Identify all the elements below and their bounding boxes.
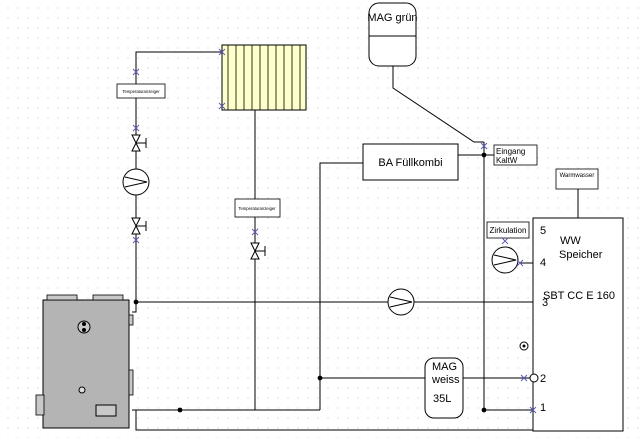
temperature-gauge-left: Temperaturanzeiger <box>116 83 166 99</box>
expansion-vessel-white-label-3: 35L <box>433 393 451 405</box>
fill-combination-unit: BA Füllkombi <box>362 143 459 181</box>
expansion-vessel-green-label: MAG grün <box>367 12 417 24</box>
cold-water-inlet-label-2: KaltW <box>496 156 518 165</box>
expansion-vessel-white: MAG weiss 35L <box>424 357 464 419</box>
connection-cross-icon <box>480 142 488 150</box>
port-3-label: 3 <box>542 297 548 309</box>
expansion-vessel-white-label-2: weiss <box>431 374 460 386</box>
pipes <box>132 51 579 431</box>
valve-mid <box>250 242 266 260</box>
storage-tank-model: SBT CC E 160 <box>543 290 615 302</box>
connection-cross-icon <box>501 237 509 245</box>
pump-zirkulation <box>491 246 519 274</box>
fill-combination-unit-label: BA Füllkombi <box>378 157 442 169</box>
port-1-label: 1 <box>540 402 546 414</box>
connection-cross-icon <box>218 102 226 110</box>
circulation-label-box: Zirkulation <box>486 221 530 239</box>
connection-cross-icon <box>251 228 259 236</box>
pipe-junctions <box>133 152 487 413</box>
cold-water-inlet: Eingang KaltW <box>493 144 538 166</box>
expansion-vessel-white-label-1: MAG <box>432 361 457 373</box>
temperature-gauge-mid: Temperaturanzeiger <box>234 198 281 218</box>
connection-cross-icon <box>520 374 528 382</box>
port-4-label: 4 <box>540 257 546 269</box>
hot-water-outlet: Warmwasser <box>555 168 599 190</box>
storage-tank-label-1: WW <box>560 235 581 247</box>
connection-markers <box>132 48 537 414</box>
hot-water-storage-tank: WW Speicher SBT CC E 160 5 4 3 2 1 <box>519 217 624 432</box>
connection-cross-icon <box>516 259 524 267</box>
cold-water-inlet-label-1: Eingang <box>496 147 525 156</box>
pump-storage <box>387 288 415 316</box>
port-2-connector-icon <box>529 373 539 383</box>
valve-left-upper <box>131 134 147 152</box>
storage-tank-label-2: Speicher <box>559 249 603 261</box>
expansion-vessel-green: MAG grün <box>367 2 418 67</box>
boiler <box>35 294 134 429</box>
temperature-gauge-mid-label: Temperaturanzeiger <box>238 206 276 211</box>
port-2-label: 2 <box>540 373 546 385</box>
connection-cross-icon <box>218 48 226 56</box>
temperature-gauge-left-label: Temperaturanzeiger <box>122 89 160 94</box>
connection-cross-icon <box>132 68 140 76</box>
connection-cross-icon <box>132 236 140 244</box>
connection-cross-icon <box>132 124 140 132</box>
circulation-label: Zirkulation <box>490 226 527 235</box>
pump-left <box>122 168 150 196</box>
valve-left-lower <box>131 217 147 235</box>
connection-cross-icon <box>529 406 537 414</box>
port-5-label: 5 <box>540 225 546 237</box>
hot-water-outlet-label: Warmwasser <box>560 173 595 179</box>
radiator <box>221 44 307 111</box>
